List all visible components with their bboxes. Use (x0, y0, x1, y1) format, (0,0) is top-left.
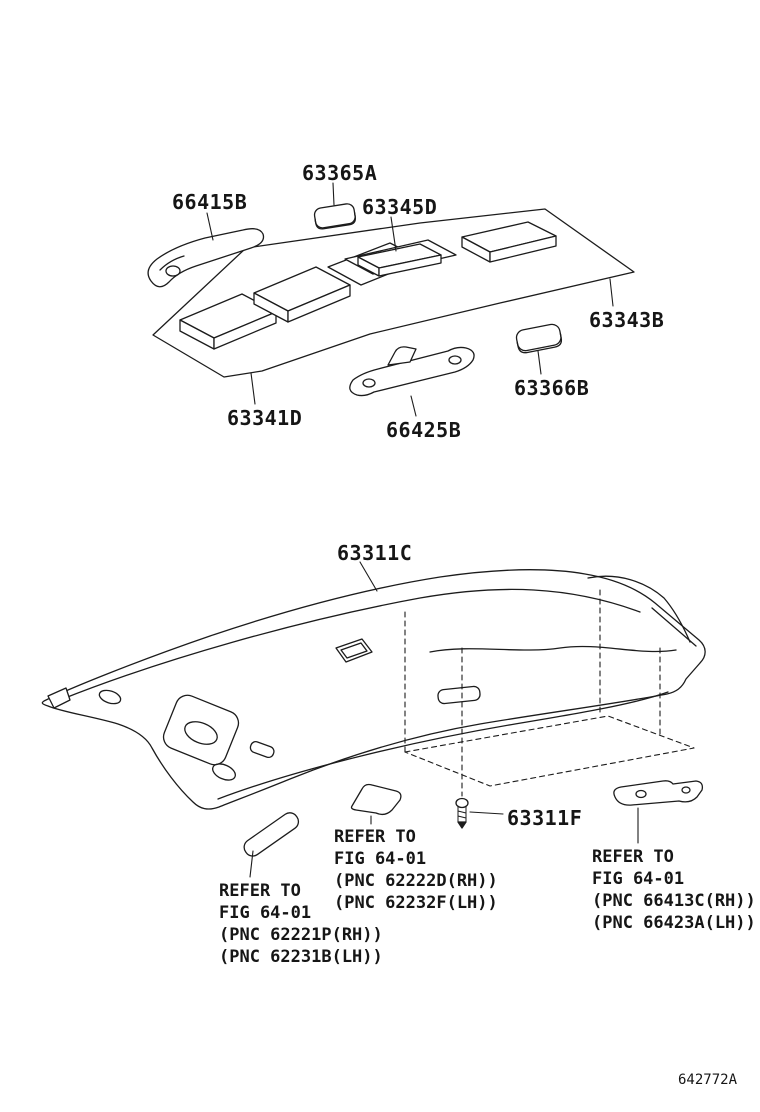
assist-grip-66425B (349, 346, 475, 397)
silencer-pad-63365A (313, 203, 357, 230)
part-label-63343B: 63343B (589, 308, 665, 332)
screw-63311F (455, 797, 469, 829)
visor-strip-part (243, 812, 300, 857)
grab-hook-66415B (147, 228, 265, 288)
note-line: (PNC 66413C(RH)) (592, 891, 756, 911)
note-line: REFER TO (219, 881, 301, 901)
note-line: (PNC 66423A(LH)) (592, 913, 756, 933)
center-bracket-part (350, 783, 402, 816)
leader-lines-bottom (249, 561, 639, 878)
note-line: REFER TO (334, 827, 416, 847)
note-line: FIG 64-01 (219, 903, 312, 923)
part-label-63311C: 63311C (337, 541, 413, 565)
silencer-pads-63341D (179, 221, 557, 350)
note-line: (PNC 62222D(RH)) (334, 871, 498, 891)
part-label-63341D: 63341D (227, 406, 303, 430)
part-label-63365A: 63365A (302, 161, 378, 185)
note-line: FIG 64-01 (334, 849, 427, 869)
projection-dashed-lines (404, 589, 695, 797)
refer-note-left: REFER TO FIG 64-01 (PNC 62221P(RH)) (PNC… (219, 880, 383, 968)
silencer-pad-63366B (515, 323, 563, 354)
note-line: FIG 64-01 (592, 869, 685, 889)
refer-note-center: REFER TO FIG 64-01 (PNC 62222D(RH)) (PNC… (334, 826, 498, 914)
leader-lines-top (206, 182, 614, 417)
note-line: (PNC 62221P(RH)) (219, 925, 383, 945)
part-label-63311F: 63311F (507, 806, 583, 830)
note-line: REFER TO (592, 847, 674, 867)
refer-note-right: REFER TO FIG 64-01 (PNC 66413C(RH)) (PNC… (592, 846, 756, 934)
note-line: (PNC 62232F(LH)) (334, 893, 498, 913)
part-label-66425B: 66425B (386, 418, 462, 442)
right-bracket-part (613, 780, 704, 806)
diagram-code: 642772A (678, 1072, 738, 1088)
part-label-66415B: 66415B (172, 190, 248, 214)
part-label-63345D: 63345D (362, 195, 438, 219)
note-line: (PNC 62231B(LH)) (219, 947, 383, 967)
roof-headlining-63311C (41, 569, 706, 810)
part-label-63366B: 63366B (514, 376, 590, 400)
